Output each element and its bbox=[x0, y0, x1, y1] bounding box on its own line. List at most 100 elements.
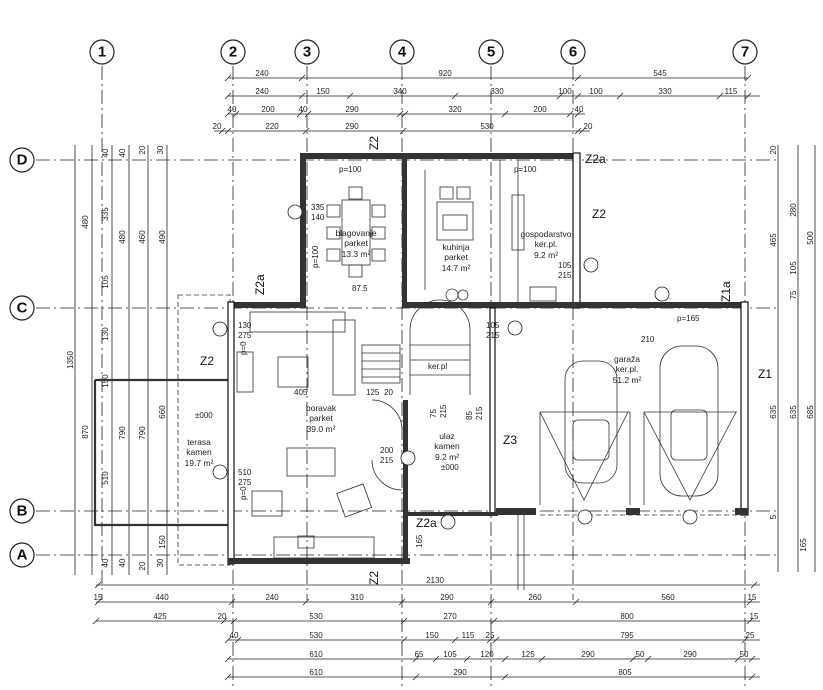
dimension-line bbox=[228, 598, 236, 606]
dimension-line bbox=[400, 636, 408, 644]
dimension-label: 545 bbox=[653, 69, 667, 78]
parapet-height: p=0 bbox=[239, 341, 248, 355]
dimension-label: 610 bbox=[309, 650, 323, 659]
dimension-line bbox=[224, 655, 232, 663]
room-floor: kamen bbox=[186, 447, 212, 457]
room-floor: parket bbox=[344, 238, 368, 248]
dimension-label: 805 bbox=[618, 668, 632, 677]
dimension-label: 530 bbox=[309, 631, 323, 640]
dimension-line bbox=[220, 617, 228, 625]
column-markers bbox=[212, 204, 698, 530]
dimension-label: 40 bbox=[101, 558, 110, 567]
grid-label: C bbox=[17, 300, 28, 317]
dimension-line bbox=[94, 598, 102, 606]
dimension-label: 20 bbox=[769, 145, 778, 154]
dimension-label: 75 bbox=[789, 290, 798, 299]
wall-tag: Z2a bbox=[416, 516, 437, 530]
dimension-label: 130 bbox=[101, 327, 110, 341]
dimension-label: 20 bbox=[138, 145, 147, 154]
dimension-line bbox=[629, 655, 637, 663]
wall-tag: Z2a bbox=[585, 152, 606, 166]
grid-label: 6 bbox=[569, 44, 577, 61]
dimension-line bbox=[224, 636, 232, 644]
dimension-label: 490 bbox=[158, 230, 167, 244]
dimension-line bbox=[396, 110, 404, 118]
dimension-label: 120 bbox=[480, 650, 494, 659]
dimension-label: 105 bbox=[789, 261, 798, 275]
dimension-label: 290 bbox=[683, 650, 697, 659]
opening-size: 130 bbox=[238, 321, 252, 330]
dimension-line bbox=[412, 655, 420, 663]
dimension-line bbox=[487, 598, 495, 606]
column-bubble-6: 6 bbox=[560, 39, 586, 65]
dimension-label: 480 bbox=[81, 215, 90, 229]
room-floor: ker.pl. bbox=[535, 239, 558, 249]
room-area: 14.7 m² bbox=[442, 263, 471, 273]
wall-tag: Z3 bbox=[503, 433, 517, 447]
dimension-label: 15 bbox=[94, 593, 103, 602]
room-name: garaža bbox=[614, 354, 640, 364]
room-area: 39.0 m² bbox=[307, 424, 336, 434]
dimension-label: 20 bbox=[138, 561, 147, 570]
dimension-line bbox=[218, 127, 226, 135]
room-utility: gospodarstvo ker.pl. 9.2 m² bbox=[520, 229, 571, 260]
dimension-label: 240 bbox=[255, 69, 269, 78]
dimension-line bbox=[412, 673, 420, 681]
column-bubble-4: 4 bbox=[389, 39, 415, 65]
room-floor: kamen bbox=[434, 441, 460, 451]
wall-tag: Z2 bbox=[367, 571, 381, 585]
dimension-label: 530 bbox=[480, 122, 494, 131]
dimension-label: 480 bbox=[118, 230, 127, 244]
room-floor: parket bbox=[444, 252, 468, 262]
dimension-label: 460 bbox=[138, 230, 147, 244]
room-living: boravak parket 39.0 m² bbox=[306, 403, 337, 434]
parapet-height: p=100 bbox=[311, 245, 320, 268]
dimension-label: 40 bbox=[299, 105, 308, 114]
dimension-label: 15 bbox=[750, 612, 759, 621]
column-bubble-7: 7 bbox=[732, 39, 758, 65]
dimension-line bbox=[302, 598, 310, 606]
wall-tag: Z2 bbox=[367, 136, 381, 150]
dimension-line bbox=[744, 74, 752, 82]
dimension-line bbox=[451, 636, 459, 644]
parapet-height: p=100 bbox=[339, 165, 362, 174]
stair-dimension: 20 bbox=[384, 388, 393, 397]
dimension-label: 200 bbox=[261, 105, 275, 114]
dimension-label: 560 bbox=[661, 593, 675, 602]
room-floor: ker.pl. bbox=[616, 364, 639, 374]
column-bubble-5: 5 bbox=[478, 39, 504, 65]
dimension-label: 100 bbox=[589, 87, 603, 96]
dimension-label: 40 bbox=[575, 105, 584, 114]
row-bubble-a: A bbox=[9, 542, 35, 568]
dimension-line bbox=[486, 636, 494, 644]
room-area: 51.2 m² bbox=[613, 375, 642, 385]
level-mark: 87.5 bbox=[352, 284, 368, 293]
dimension-label: 610 bbox=[309, 668, 323, 677]
dimension-label: 200 bbox=[533, 105, 547, 114]
dimension-line bbox=[298, 74, 306, 82]
dimension-label: 335 bbox=[101, 207, 110, 221]
dimension-line bbox=[400, 617, 408, 625]
dimension-label: 15 bbox=[748, 593, 757, 602]
dimension-label: 635 bbox=[789, 405, 798, 419]
dimension-line bbox=[748, 655, 756, 663]
dimension-line bbox=[538, 655, 546, 663]
annotations: p=100 p=100 p=100 p=165 p=0 p=0 ±000 ±00… bbox=[195, 165, 700, 548]
dimension-label: 40 bbox=[101, 148, 110, 157]
room-area: 9.2 m² bbox=[435, 452, 459, 462]
parapet-height: p=0 bbox=[239, 486, 248, 500]
dimension-label: 5 bbox=[769, 514, 778, 519]
dimension-line bbox=[750, 581, 758, 589]
dimension-label: 240 bbox=[255, 87, 269, 96]
row-bubble-d: D bbox=[9, 147, 35, 173]
furniture-dimension: 405 bbox=[294, 388, 308, 397]
dimension-label: 1350 bbox=[66, 351, 75, 369]
dimension-label: 20 bbox=[584, 122, 593, 131]
dimension-line bbox=[744, 92, 752, 100]
wall-tags: Z2 Z2a Z2 Z2a Z2 Z1a Z1 Z3 Z2a Z2 bbox=[200, 136, 772, 585]
garage-cars bbox=[539, 345, 737, 505]
dimension-line bbox=[574, 127, 582, 135]
dimension-label: 465 bbox=[769, 233, 778, 247]
dimension-label: 870 bbox=[81, 425, 90, 439]
dimension-line bbox=[746, 617, 754, 625]
